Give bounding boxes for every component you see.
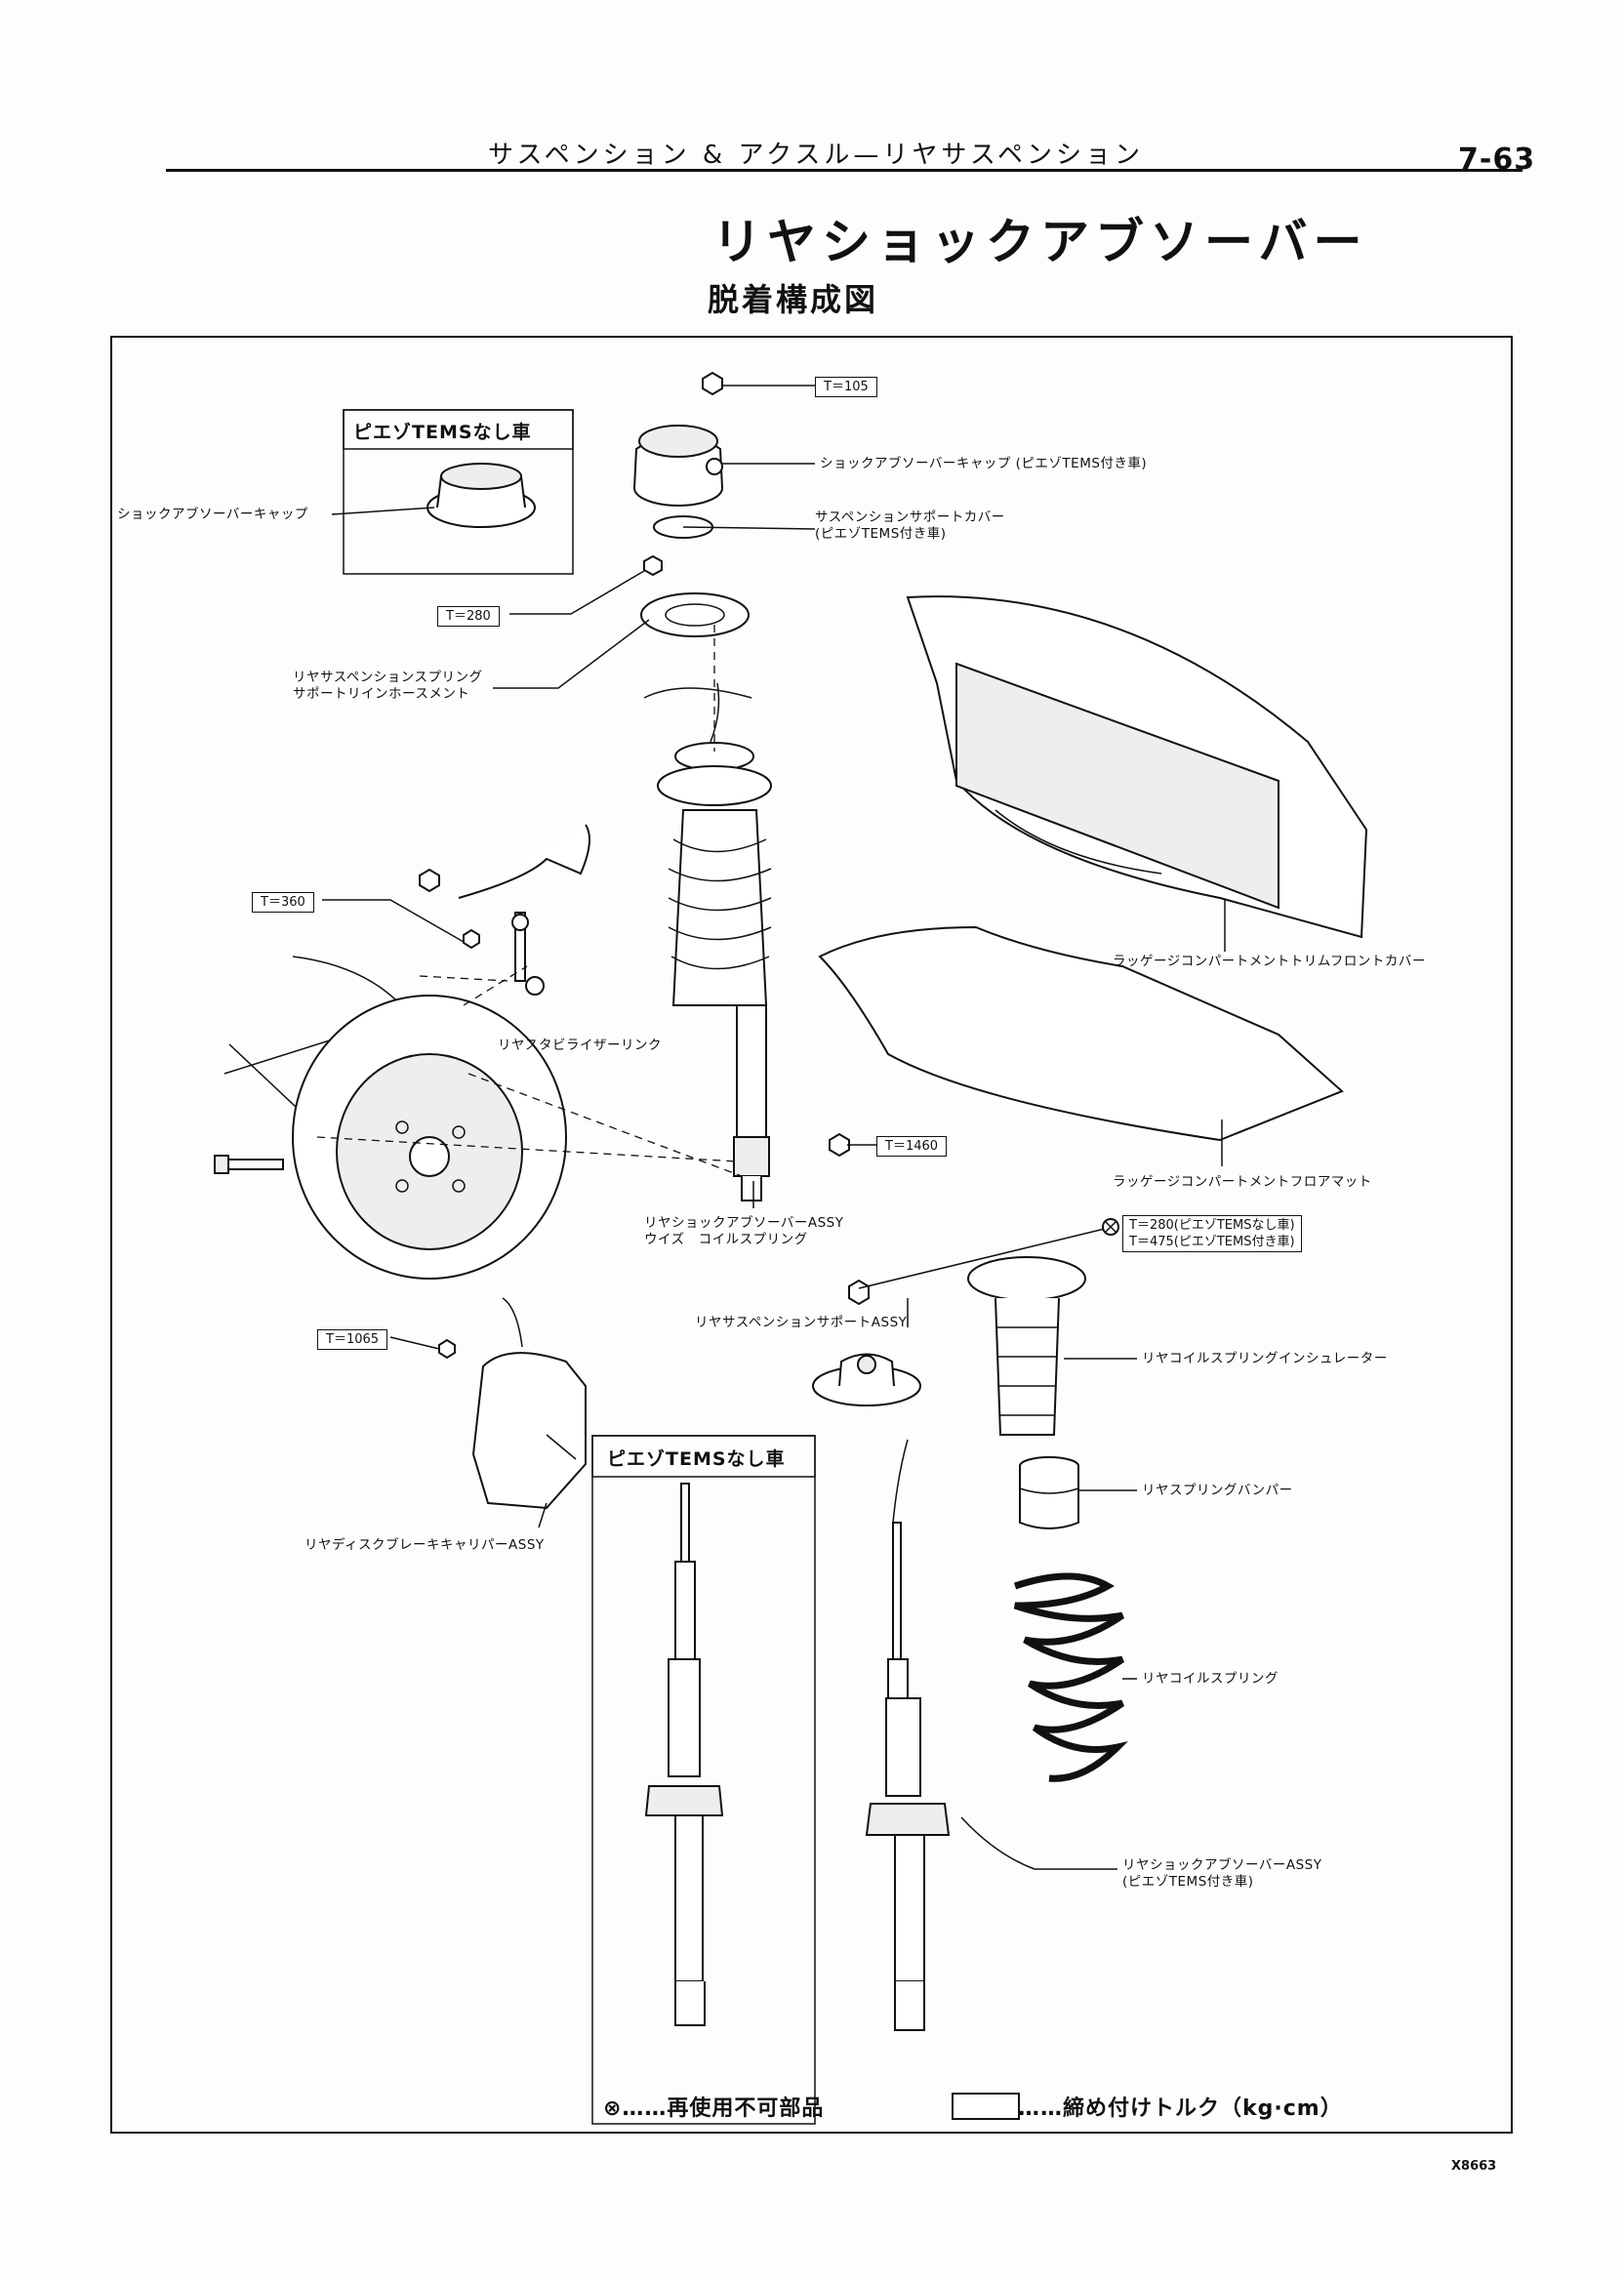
trim-front-cover-drawing: [906, 595, 1368, 939]
label-support-assy: リヤサスペンションサポートASSY: [695, 1315, 908, 1330]
diagram-subtitle: 脱着構成図: [708, 281, 879, 318]
label-reinforcement-line1: リヤサスペンションスプリング: [293, 670, 483, 685]
label-shock-assy: リヤショックアブソーバーASSY ウイズ コイルスプリング: [644, 1215, 844, 1248]
label-floor-mat: ラッゲージコンパートメントフロアマット: [1113, 1174, 1372, 1190]
lower-nut-drawing: [829, 1132, 850, 1158]
legend-torque: ……締め付けトルク（kg·cm）: [1018, 2097, 1343, 2121]
figure-code: X8663: [1451, 2159, 1497, 2174]
inset-top-heading: ピエゾTEMSなし車: [353, 422, 532, 443]
legend-nonreusable: ⊗……再使用不可部品: [603, 2097, 825, 2121]
label-shock-assy-line1: リヤショックアブソーバーASSY: [644, 1215, 844, 1231]
reinforcement-drawing: [640, 592, 750, 637]
torque-support-nut: T＝280(ピエゾTEMSなし車) T＝475(ピエゾTEMS付き車): [1122, 1215, 1302, 1252]
shock-with-coil-drawing: [643, 682, 772, 1201]
bolt-drawing: [214, 1155, 284, 1174]
header-rule: [166, 169, 1522, 172]
top-nut-drawing: [702, 371, 723, 396]
cap-with-tems-drawing: [633, 425, 723, 507]
torque-t1460: T＝1460: [876, 1136, 948, 1157]
stabilizer-link-drawing: [463, 912, 545, 996]
label-reinforcement: リヤサスペンションスプリング サポートリインホースメント: [293, 670, 483, 703]
torque-t360: T＝360: [252, 892, 314, 913]
label-shock-with-tems: リヤショックアブソーバーASSY (ピエゾTEMS付き車): [1122, 1857, 1322, 1891]
support-assy-drawing: [812, 1279, 921, 1406]
label-shock-with-tems-line1: リヤショックアブソーバーASSY: [1122, 1857, 1322, 1873]
section-header: サスペンション & アクスル—リヤサスペンション: [488, 141, 1145, 170]
label-reinforcement-line2: サポートリインホースメント: [293, 686, 470, 702]
label-stabilizer-link: リヤスタビライザーリンク: [498, 1038, 662, 1053]
label-cap-with-tems: ショックアブソーバーキャップ (ピエゾTEMS付き車): [820, 456, 1148, 471]
label-shock-with-tems-line2: (ピエゾTEMS付き車): [1122, 1874, 1254, 1890]
inset-bottom-heading: ピエゾTEMSなし車: [607, 1448, 786, 1470]
label-shock-assy-line2: ウイズ コイルスプリング: [644, 1232, 808, 1247]
label-support-cover-line1: サスペンションサポートカバー: [815, 509, 1005, 525]
page-title: リヤショックアブソーバー: [712, 214, 1368, 270]
label-caliper: リヤディスクブレーキキャリパーASSY: [304, 1537, 545, 1553]
label-support-cover-line2: (ピエゾTEMS付き車): [815, 526, 947, 542]
label-insulator: リヤコイルスプリングインシュレーター: [1142, 1351, 1388, 1366]
label-bumper: リヤスプリングバンパー: [1142, 1483, 1293, 1498]
torque-t105: T＝105: [815, 377, 877, 397]
label-coil-spring: リヤコイルスプリング: [1142, 1671, 1279, 1687]
label-cap-without-tems: ショックアブソーバーキャップ: [117, 507, 308, 522]
stabilizer-bar-drawing: [419, 824, 590, 899]
torque-t280-without-tems: T＝280(ピエゾTEMSなし車): [1129, 1218, 1295, 1233]
torque-t280: T＝280: [437, 606, 500, 627]
insulator-drawing: [967, 1256, 1086, 1436]
diagram-frame: [110, 336, 1513, 2134]
torque-t1065: T＝1065: [317, 1329, 388, 1350]
legend-torque-box: [952, 2093, 1020, 2120]
shock-without-tems-drawing: [644, 1483, 724, 2026]
rear-hub-disc-drawing: [223, 956, 567, 1280]
bumper-drawing: [1019, 1456, 1079, 1529]
coil-spring-drawing: [1013, 1572, 1128, 1782]
bolt-nut-drawing: [643, 554, 663, 577]
torque-t475-with-tems: T＝475(ピエゾTEMS付き車): [1129, 1235, 1295, 1249]
shock-with-tems-drawing: [865, 1439, 951, 2031]
cap-without-tems-drawing: [426, 463, 536, 528]
caliper-drawing: [438, 1297, 587, 1510]
label-support-cover: サスペンションサポートカバー (ピエゾTEMS付き車): [815, 509, 1005, 543]
label-trim-front-cover: ラッゲージコンパートメントトリムフロントカバー: [1113, 954, 1426, 969]
floor-mat-drawing: [818, 925, 1344, 1142]
